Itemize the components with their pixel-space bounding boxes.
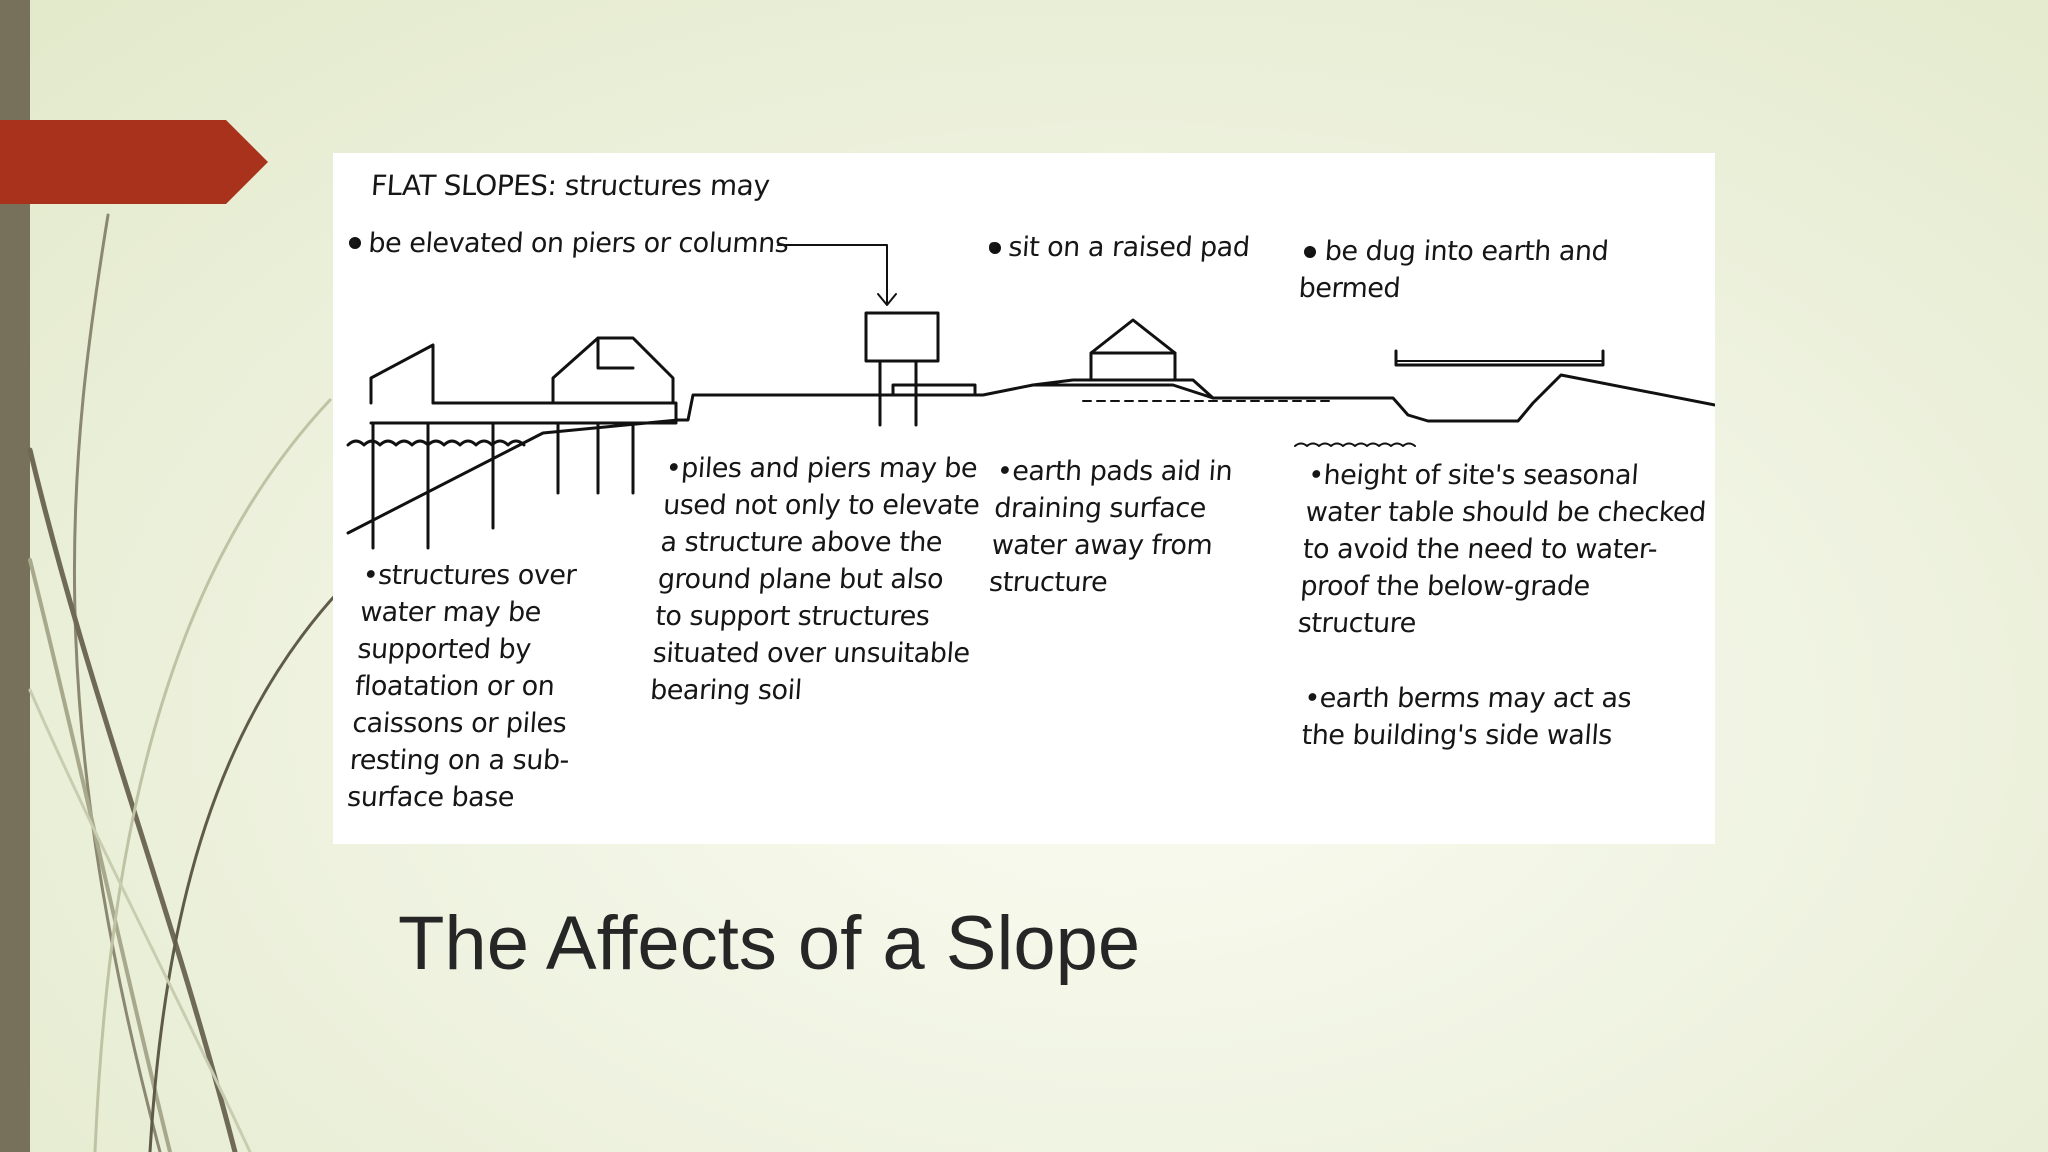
slide-title: The Affects of a Slope xyxy=(398,901,1141,986)
note-piles-and-piers: •piles and piers may be used not only to… xyxy=(649,453,981,706)
title-arrow-tab xyxy=(0,120,268,204)
note-structures-over-water: •structures over water may be supported … xyxy=(346,560,578,813)
flat-slopes-diagram: FLAT SLOPES: structures may • be elevate… xyxy=(333,153,1715,844)
diagram-drawing xyxy=(346,237,1715,550)
diagram-heading: FLAT SLOPES: structures may xyxy=(369,169,771,202)
note-water-table: •height of site's seasonal water table s… xyxy=(1296,460,1707,639)
bullet-raised-pad: • sit on a raised pad xyxy=(983,232,1251,263)
note-earth-pads: •earth pads aid in draining surface wate… xyxy=(988,456,1234,598)
bullet-elevated-piers: • be elevated on piers or columns xyxy=(343,228,790,259)
bullet-dug-bermed: • be dug into earth and bermed xyxy=(1297,236,1610,304)
note-earth-berms: •earth berms may act as the building's s… xyxy=(1300,683,1633,751)
